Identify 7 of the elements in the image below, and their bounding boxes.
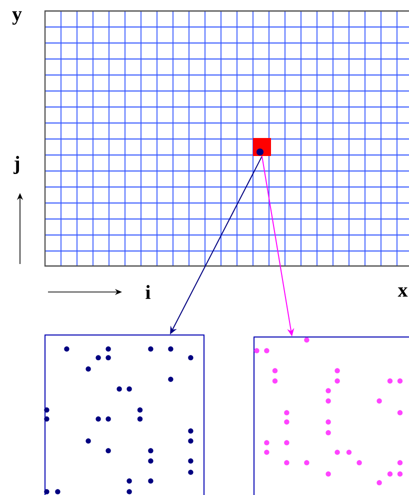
highlighted-cell [253,138,271,156]
axis-label: x [398,287,408,297]
scatter-panel [254,336,409,495]
axis-label: i [146,285,150,299]
axis-label: j [14,156,20,174]
axis-label: y [12,11,22,25]
scatter-panel [44,334,204,495]
